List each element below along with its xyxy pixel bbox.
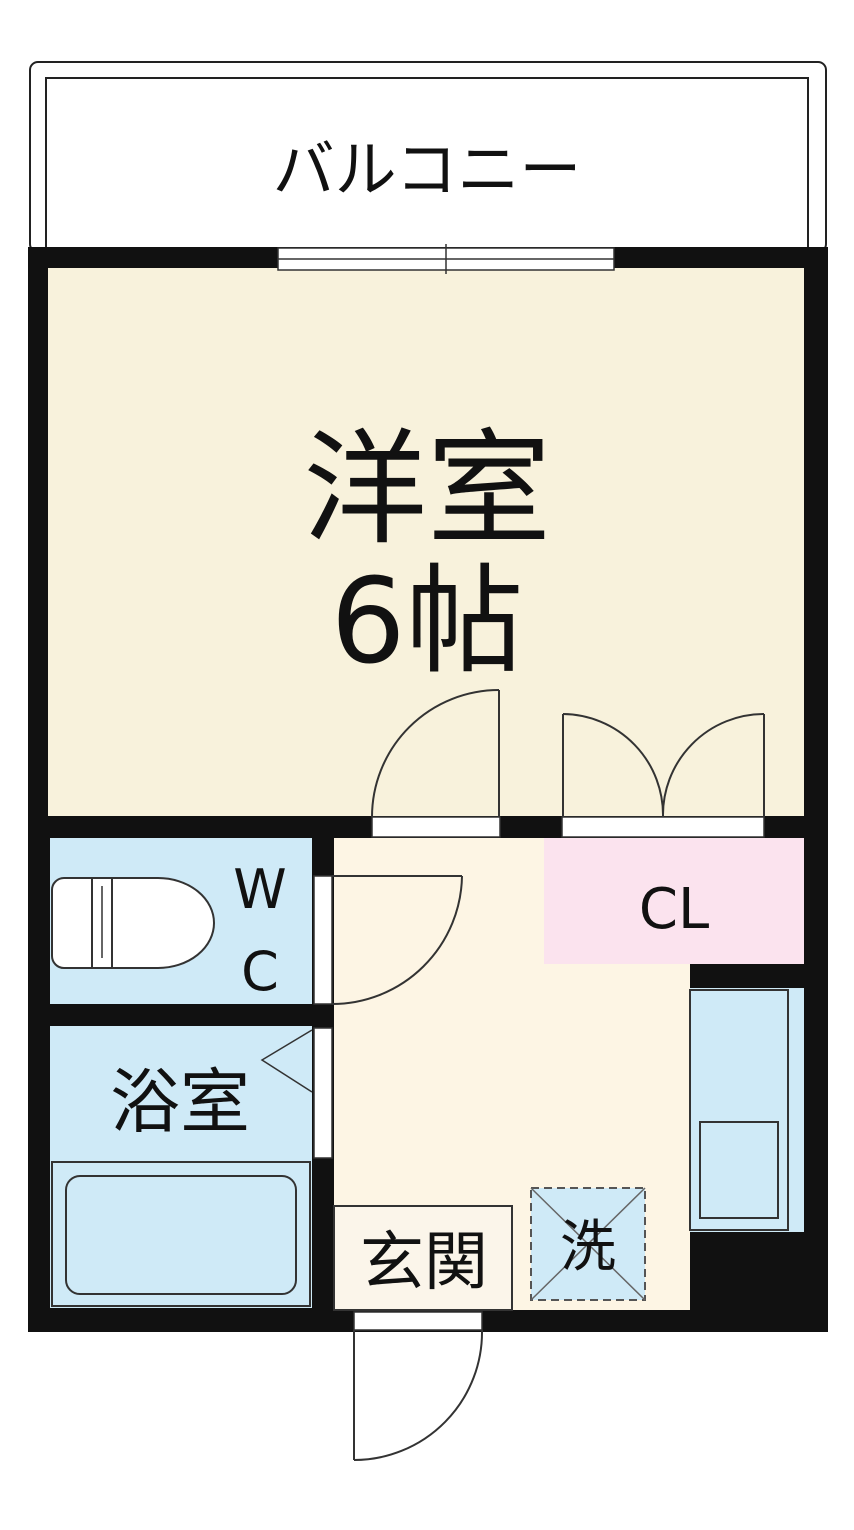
wc-label-c: C bbox=[241, 940, 279, 1003]
kitchen-sink bbox=[699, 1121, 779, 1219]
western-room-size-label: 6帖 bbox=[330, 552, 523, 690]
kitchen-counter-edge bbox=[689, 989, 789, 1231]
closet-room bbox=[544, 838, 804, 964]
washer-space bbox=[530, 1187, 646, 1301]
entrance-label: 玄関 bbox=[360, 1226, 488, 1300]
hall-upper bbox=[334, 838, 522, 988]
balcony-window bbox=[277, 244, 615, 274]
door-closet bbox=[561, 713, 765, 838]
kitchen-counter bbox=[690, 988, 804, 1232]
door-bathroom bbox=[313, 1027, 333, 1159]
bathroom-label: 浴室 bbox=[110, 1061, 250, 1143]
balcony-label: バルコニー bbox=[273, 133, 582, 206]
counter-base bbox=[690, 1232, 828, 1332]
door-wc bbox=[313, 875, 463, 1005]
entrance-floor bbox=[333, 1205, 513, 1311]
washer-label: 洗 bbox=[560, 1215, 616, 1280]
bathroom-vent bbox=[260, 1029, 313, 1093]
bathtub bbox=[51, 1161, 311, 1307]
closet-label: CL bbox=[639, 877, 709, 942]
toilet bbox=[51, 877, 215, 969]
balcony: バルコニー bbox=[29, 61, 827, 253]
door-western-room bbox=[371, 689, 501, 838]
western-room bbox=[48, 268, 804, 816]
wc-label-w: W bbox=[233, 858, 286, 921]
western-room-label: 洋室 bbox=[303, 418, 551, 562]
bathroom-room bbox=[50, 1026, 312, 1308]
door-entrance bbox=[353, 1311, 484, 1461]
